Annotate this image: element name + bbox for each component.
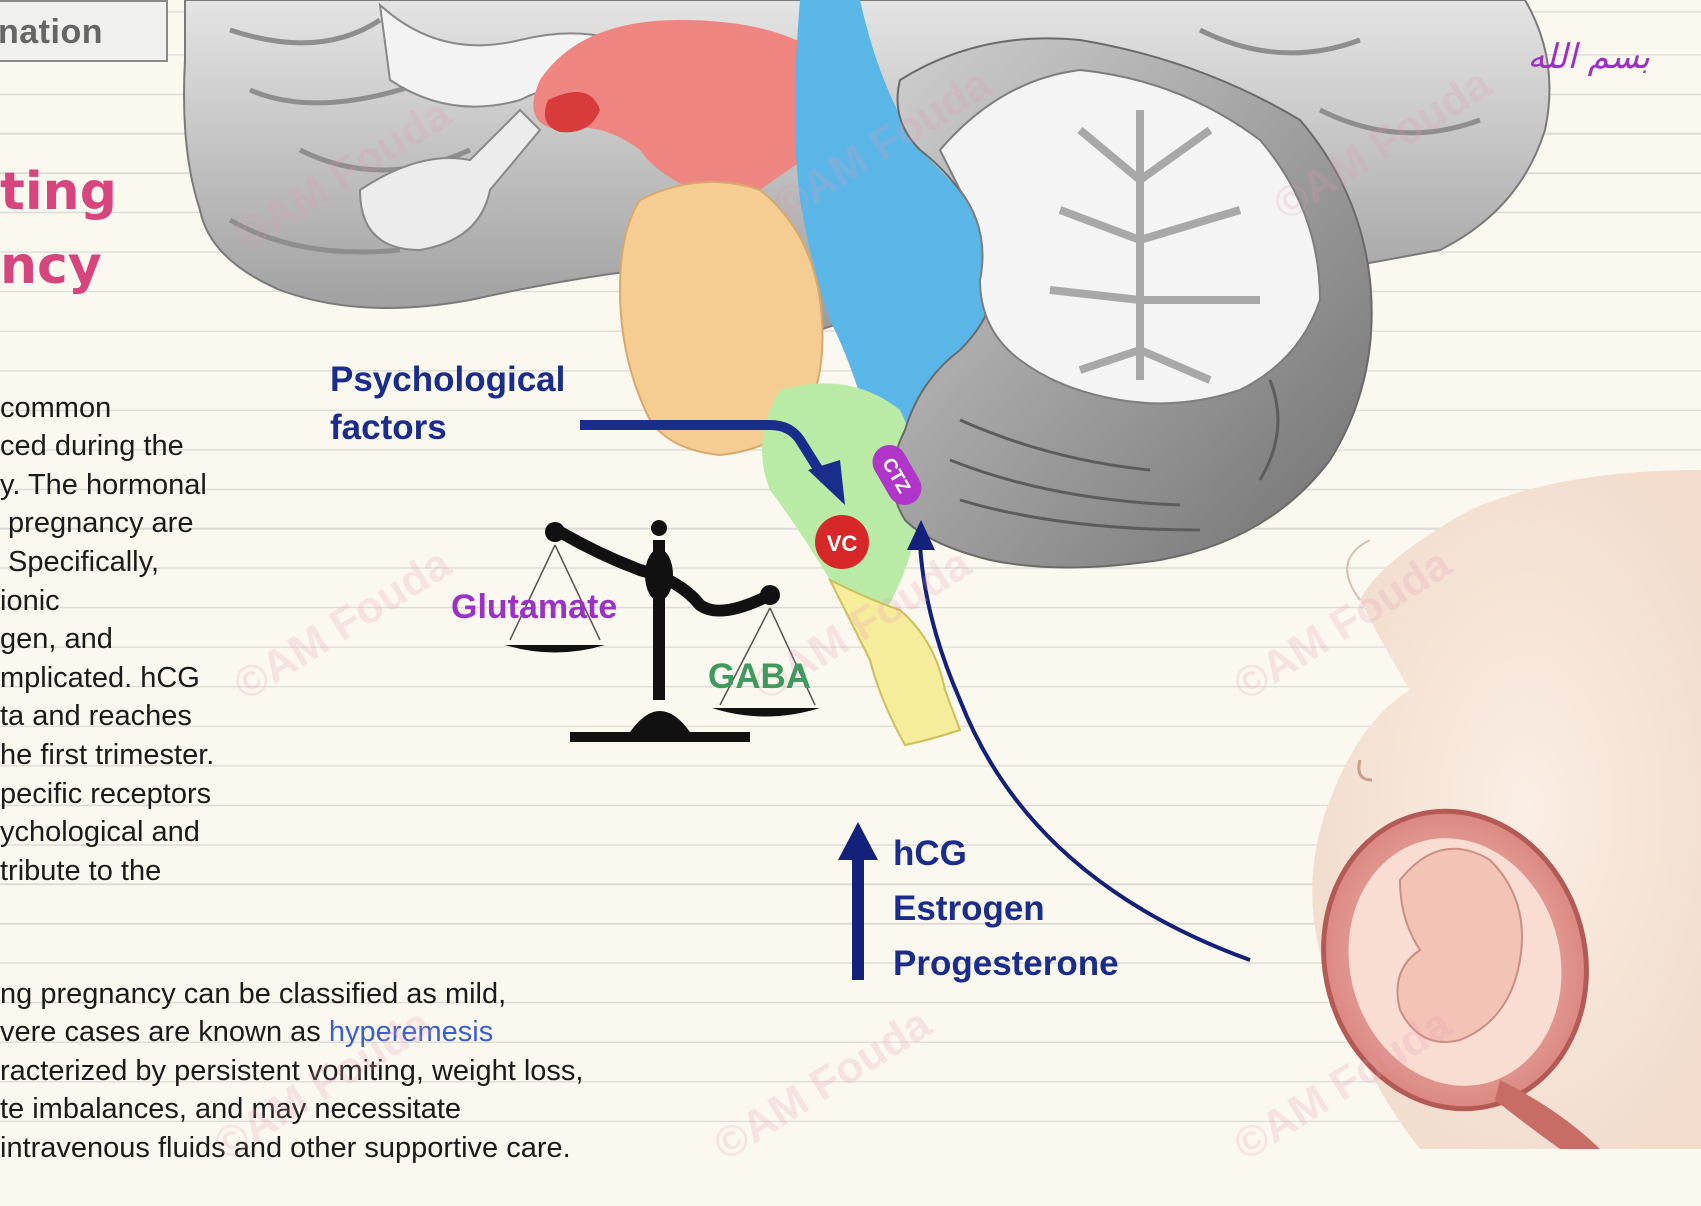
psychological-label-line: factors	[330, 404, 565, 452]
increase-arrow-head	[838, 822, 878, 860]
vc-label: VC	[827, 531, 858, 556]
brain-pregnancy-illustration: VC CTZ بسم الله	[0, 0, 1701, 1149]
hormone-estrogen: Estrogen	[893, 881, 1119, 936]
gaba-label: GABA	[708, 657, 811, 697]
spinal-cord	[830, 580, 960, 745]
glutamate-label: Glutamate	[451, 588, 617, 627]
pregnant-woman-illustration	[1291, 470, 1701, 1149]
hormone-progesterone: Progesterone	[893, 936, 1119, 991]
arabic-calligraphy: بسم الله	[1527, 37, 1650, 77]
psychological-label-line: Psychological	[330, 356, 565, 404]
hormone-hcg: hCG	[893, 826, 1119, 881]
balance-scale-icon	[505, 520, 820, 742]
